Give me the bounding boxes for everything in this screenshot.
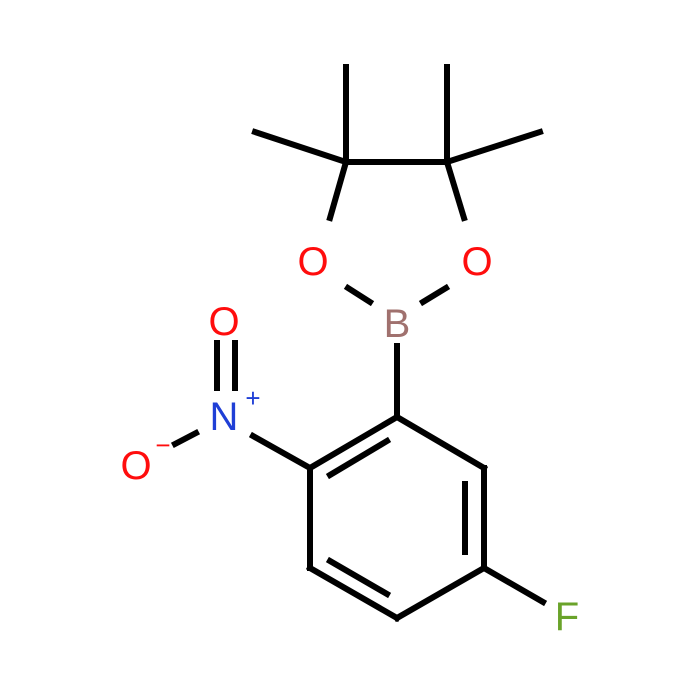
atom-o-nitro-minus: O bbox=[120, 444, 151, 488]
atom-o-ring-left: O bbox=[297, 240, 328, 284]
atom-o-ring-right: O bbox=[461, 240, 492, 284]
atom-o-nitro-top: O bbox=[208, 300, 239, 344]
bond-ring-6 bbox=[305, 412, 402, 473]
bond-ring-4 bbox=[305, 563, 402, 623]
bond-ring-1 bbox=[392, 412, 489, 473]
charge-minus: − bbox=[155, 430, 170, 460]
bond-methyl-4 bbox=[443, 128, 544, 166]
bond-c-o-right bbox=[443, 158, 468, 222]
atom-nitrogen: N bbox=[210, 395, 239, 439]
bond-ring-3 bbox=[392, 563, 489, 623]
bond-ring-inner-3 bbox=[325, 436, 392, 480]
bond-o-b-left bbox=[343, 283, 375, 307]
bond-n-o-single bbox=[170, 428, 201, 449]
bond-methyl-2 bbox=[251, 128, 350, 166]
charge-plus: + bbox=[245, 383, 260, 413]
atom-labels: O O B O N + O − F bbox=[120, 240, 579, 639]
bond-c-n bbox=[248, 431, 315, 473]
bond-o-b-right bbox=[418, 283, 451, 307]
atom-boron: B bbox=[384, 302, 411, 346]
bond-c-o-left bbox=[326, 158, 350, 222]
bond-ring-inner-2 bbox=[325, 556, 392, 599]
bonds bbox=[170, 64, 548, 623]
atom-fluorine: F bbox=[555, 595, 579, 639]
bond-c-f bbox=[479, 563, 548, 607]
